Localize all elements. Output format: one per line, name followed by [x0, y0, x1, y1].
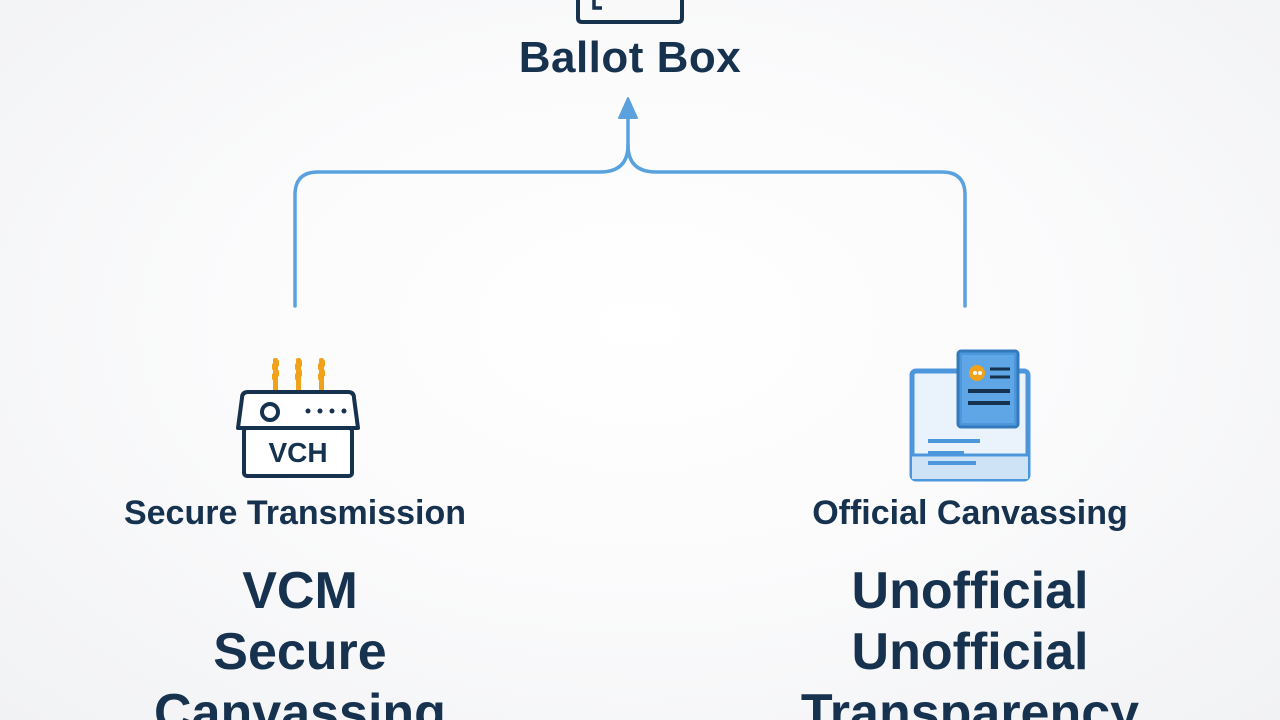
list-item: Transparency [800, 684, 1140, 720]
vcm-icon-label: VCH [268, 437, 328, 468]
secure-transmission-title: Secure Transmission [123, 494, 467, 532]
list-item: VCM [242, 562, 358, 620]
list-item: Unofficial [851, 623, 1089, 681]
left-items-list: VCM Secure Canvassing [100, 561, 500, 720]
right-items-list: Unofficial Unofficial Transparency [770, 561, 1170, 720]
ballot-box-icon [576, 0, 684, 24]
vcm-machine-icon: VCH [228, 350, 368, 482]
antenna-icon [272, 358, 325, 392]
connector-right [626, 143, 967, 308]
ballot-box-title: Ballot Box [518, 33, 742, 82]
list-item: Secure [213, 623, 387, 681]
list-item: Unofficial [851, 562, 1089, 620]
arrowhead-up [618, 97, 638, 119]
connector-left [293, 116, 630, 308]
documents-icon [909, 349, 1031, 482]
official-canvassing-title: Official Canvassing [812, 494, 1128, 532]
list-item: Canvassing [154, 684, 446, 720]
